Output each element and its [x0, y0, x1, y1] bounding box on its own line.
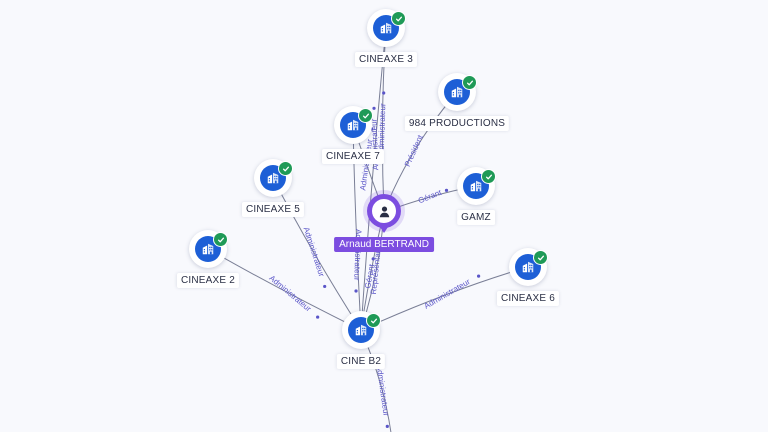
- relation-arrow: [477, 274, 481, 278]
- company-building-icon: [195, 236, 221, 262]
- company-name-label: CINEAXE 2: [176, 273, 240, 288]
- relation-label: Gérant: [363, 263, 376, 289]
- relation-edge: [352, 124, 362, 331]
- relation-arrow: [371, 257, 375, 261]
- person-icon: [379, 205, 389, 217]
- relation-arrow: [444, 188, 449, 192]
- relation-edge: [272, 177, 362, 331]
- relation-arrow: [354, 289, 358, 293]
- relation-label: Administrateur: [422, 277, 471, 311]
- verified-check-icon: [481, 169, 496, 184]
- company-name-label: GAMZ: [457, 210, 495, 225]
- company-name-label: CINEAXE 7: [321, 149, 385, 164]
- verified-check-icon: [366, 313, 381, 328]
- verified-check-icon: [278, 161, 293, 176]
- person-name-label: Arnaud BERTRAND: [334, 237, 434, 252]
- relation-arrow: [323, 284, 327, 289]
- verified-check-icon: [358, 108, 373, 123]
- verified-check-icon: [462, 75, 477, 90]
- verified-check-icon: [533, 250, 548, 265]
- relation-label: Administrateur: [302, 226, 327, 278]
- relation-arrow: [372, 106, 376, 110]
- company-name-label: CINE B2: [336, 354, 386, 369]
- relation-edge: [381, 27, 387, 213]
- relation-arrow: [382, 91, 386, 95]
- relation-label: Administrateur: [375, 364, 391, 417]
- relation-label: Président: [403, 133, 425, 168]
- relation-label: Administrateur: [377, 103, 388, 155]
- verified-check-icon: [391, 11, 406, 26]
- company-name-label: CINEAXE 3: [354, 52, 418, 67]
- relation-edge: [383, 91, 458, 213]
- company-building-icon: [463, 173, 489, 199]
- company-building-icon: [340, 112, 366, 138]
- relation-arrow: [316, 315, 320, 319]
- relation-label: Administrateur: [352, 229, 363, 281]
- relation-arrow: [385, 424, 389, 428]
- person-pin: [367, 194, 401, 228]
- relation-label: Représentant: [369, 245, 383, 294]
- relation-label: Administrateur: [268, 273, 314, 313]
- company-name-label: CINEAXE 5: [241, 202, 305, 217]
- company-name-label: CINEAXE 6: [496, 291, 560, 306]
- relation-label: Gérant: [417, 188, 444, 206]
- relation-label: Administrateur: [369, 118, 380, 170]
- relation-edge: [207, 248, 362, 331]
- company-name-label: 984 PRODUCTIONS: [404, 116, 510, 131]
- verified-check-icon: [213, 232, 228, 247]
